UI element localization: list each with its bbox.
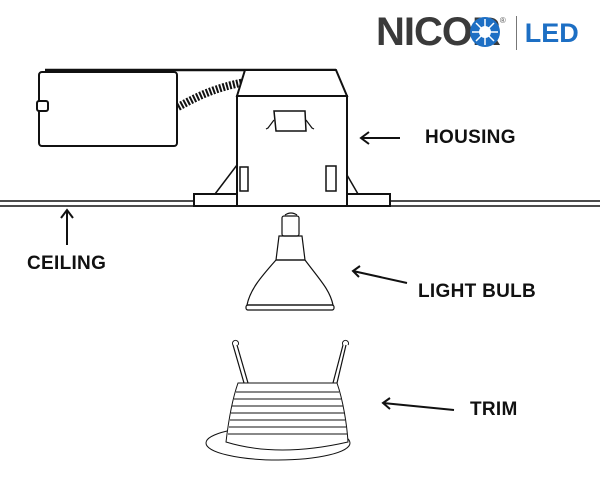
trim-label: TRIM bbox=[470, 399, 518, 420]
conduit bbox=[176, 78, 246, 111]
housing-label: HOUSING bbox=[425, 127, 516, 148]
junction-box bbox=[38, 71, 178, 147]
arrows bbox=[60, 131, 455, 411]
housing bbox=[235, 69, 349, 97]
ceiling-label: CEILING bbox=[27, 253, 107, 274]
logo-product: LED bbox=[515, 15, 579, 50]
logo-registered: ® bbox=[499, 16, 506, 25]
light-bulb bbox=[245, 212, 335, 311]
logo-star-icon bbox=[470, 17, 500, 47]
light-bulb-label: LIGHT BULB bbox=[418, 281, 537, 302]
trim bbox=[205, 339, 351, 461]
